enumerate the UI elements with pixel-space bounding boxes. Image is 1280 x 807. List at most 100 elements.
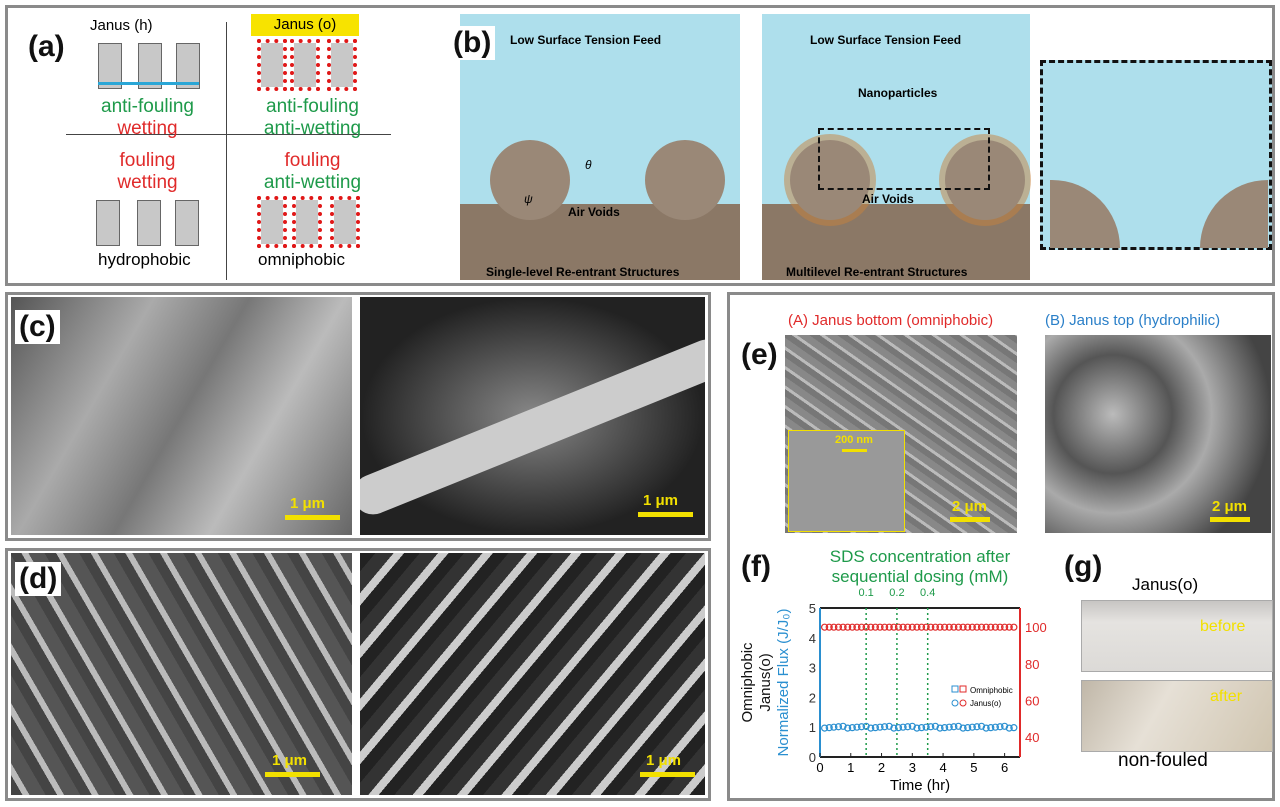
data-point xyxy=(844,724,852,732)
data-point xyxy=(959,724,967,732)
q3-line2: wetting xyxy=(117,172,178,193)
legend-square-blue xyxy=(951,685,959,693)
sem-image-e-bottom xyxy=(785,335,1017,533)
data-point xyxy=(821,623,829,631)
panel-label-d: (d) xyxy=(15,562,62,596)
data-point xyxy=(862,722,870,730)
data-point xyxy=(996,723,1004,731)
panel-label-a: (a) xyxy=(24,30,69,64)
data-point xyxy=(987,623,995,631)
janus-h-label: Janus (h) xyxy=(90,17,153,34)
data-point xyxy=(927,723,935,731)
data-point xyxy=(987,724,995,732)
data-point xyxy=(871,724,879,732)
data-point xyxy=(1001,623,1009,631)
panel-label-g: (g) xyxy=(1060,550,1107,584)
y-right-tick-label: 60 xyxy=(1025,693,1039,708)
y-left-tick-label: 2 xyxy=(809,690,816,705)
frame-d xyxy=(5,548,711,801)
data-point xyxy=(977,722,986,730)
data-point xyxy=(885,722,893,730)
data-point xyxy=(844,623,852,631)
data-point xyxy=(1010,724,1018,732)
data-point xyxy=(825,623,833,631)
x-tick-label: 6 xyxy=(1001,760,1008,775)
data-point xyxy=(908,722,916,730)
data-point xyxy=(904,723,912,731)
data-point xyxy=(968,723,976,731)
title-janus-top: (B) Janus top (hydrophilic) xyxy=(1045,312,1221,329)
scale-d2: 1 μm xyxy=(646,752,682,769)
data-point xyxy=(908,623,916,631)
before-label: before xyxy=(1200,618,1246,635)
y-left-tick-label: 0 xyxy=(809,750,816,765)
y-left-tick-label: 1 xyxy=(809,720,816,735)
after-label: after xyxy=(1210,688,1243,705)
g-title: Janus(o) xyxy=(1132,575,1199,594)
x-tick-label: 2 xyxy=(878,760,885,775)
x-tick-label: 1 xyxy=(847,760,854,775)
data-point xyxy=(876,723,884,731)
feed-label-2: Low Surface Tension Feed xyxy=(810,33,962,47)
data-point xyxy=(825,724,833,732)
data-point xyxy=(922,623,930,631)
x-tick-label: 3 xyxy=(909,760,916,775)
frame-ab xyxy=(5,5,1275,286)
data-point xyxy=(894,623,903,631)
data-point xyxy=(830,623,838,631)
scale-e2: 2 μm xyxy=(1212,498,1248,515)
data-point xyxy=(954,722,963,730)
q1-line1: anti-fouling xyxy=(101,96,194,117)
dose-label: 0.4 xyxy=(920,587,935,599)
data-point xyxy=(876,623,884,631)
sem-image-e-top xyxy=(1045,335,1271,533)
data-point xyxy=(857,623,866,631)
data-point xyxy=(968,623,976,631)
data-point xyxy=(899,623,907,631)
data-point xyxy=(899,723,907,731)
legend-omniphobic: Omniphobic xyxy=(970,686,1013,695)
y-right-tick-label: 80 xyxy=(1025,657,1039,672)
data-point xyxy=(857,723,866,731)
q4-line2: anti-wetting xyxy=(263,172,362,193)
scale-e1: 2 μm xyxy=(952,498,988,515)
air-voids-label-2: Air Voids xyxy=(862,192,914,206)
panel-label-b: (b) xyxy=(449,26,496,60)
data-point xyxy=(922,723,930,731)
data-point xyxy=(834,723,843,731)
panel-label-c: (c) xyxy=(15,310,60,344)
multilevel-caption: Multilevel Re-entrant Structures xyxy=(786,265,968,279)
x-axis-label: Time (hr) xyxy=(890,777,950,794)
data-point xyxy=(848,623,856,631)
data-point xyxy=(931,623,939,631)
janus-o-label: Janus (o) xyxy=(251,14,359,36)
data-point xyxy=(945,623,953,631)
photo-after xyxy=(1081,680,1273,752)
data-point xyxy=(867,724,875,732)
dose-label: 0.1 xyxy=(859,587,874,599)
data-point xyxy=(959,623,967,631)
data-point xyxy=(913,724,921,732)
x-tick-label: 0 xyxy=(816,760,823,775)
data-point xyxy=(964,724,972,732)
data-point xyxy=(853,623,861,631)
q2-line1: anti-fouling xyxy=(266,96,359,117)
data-point xyxy=(954,623,963,631)
q3-line1: fouling xyxy=(119,150,176,171)
data-point xyxy=(950,623,958,631)
data-point xyxy=(941,724,949,732)
title-janus-bottom: (A) Janus bottom (omniphobic) xyxy=(788,312,994,329)
data-point xyxy=(936,724,944,732)
y-left-tick-label: 3 xyxy=(809,661,816,676)
data-point xyxy=(917,623,926,631)
data-point xyxy=(1010,623,1018,631)
data-point xyxy=(941,623,949,631)
g-caption: non-fouled xyxy=(1118,750,1208,771)
data-point xyxy=(996,623,1004,631)
chart-title: SDS concentration after sequential dosin… xyxy=(829,547,1011,586)
scale-d1: 1 μm xyxy=(272,752,308,769)
sem-image-d-right xyxy=(360,553,705,795)
scale-c2: 1 μm xyxy=(643,492,679,509)
data-point xyxy=(927,623,935,631)
